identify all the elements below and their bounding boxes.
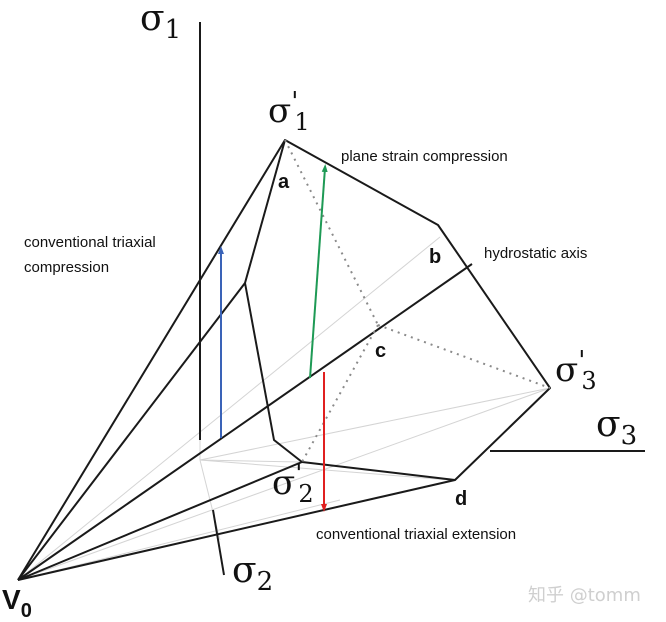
sigma2-axis (212, 509, 225, 576)
sigma3-prime-label: σ'3 (555, 346, 597, 395)
triaxial-extension-label: conventional triaxial extension (316, 526, 516, 543)
point-d-label: d (455, 488, 467, 510)
plane-strain-label: plane strain compression (341, 148, 508, 165)
plane-strain-compression-arrow (309, 164, 328, 379)
point-b-label: b (429, 246, 441, 268)
sigma1-axis-label: σ1 (140, 0, 181, 45)
yield-surface (17, 139, 551, 581)
sigma2-axis-label: σ2 (232, 550, 273, 597)
ridge-sigma1-prime (17, 139, 286, 581)
point-a-label: a (278, 171, 290, 193)
watermark: 知乎 @tomm (528, 585, 641, 606)
sigma2-prime-label: σ'2 (272, 459, 314, 508)
ridge-upper-left (17, 282, 246, 581)
point-c-label: c (375, 340, 386, 362)
hydrostatic-axis-label: hydrostatic axis (484, 245, 587, 262)
pi-plane-outline (244, 139, 551, 481)
principal-axes (199, 22, 645, 576)
hydrostatic-axis-line (17, 263, 473, 581)
triaxial-compression-label: conventional triaxial compression (24, 234, 160, 276)
ridge-d (17, 479, 456, 581)
sigma3-axis-label: σ3 (596, 404, 637, 451)
ridge-sigma2-prime (17, 461, 303, 581)
dotted-lines (284, 139, 551, 463)
origin-label: V0 (2, 584, 32, 622)
sigma1-prime-label: σ'1 (268, 87, 310, 136)
